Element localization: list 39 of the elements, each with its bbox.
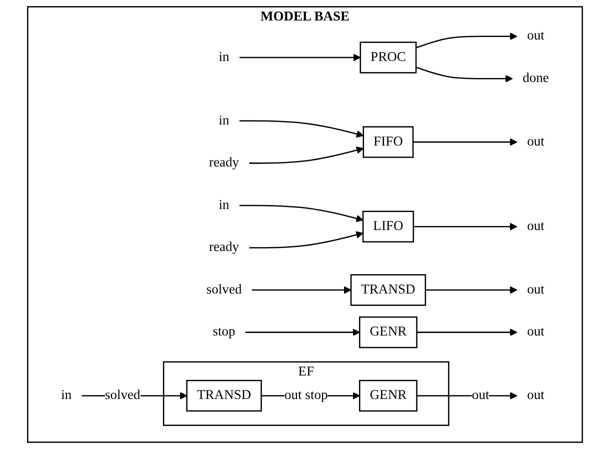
arrow bbox=[239, 54, 361, 62]
arrow bbox=[416, 328, 518, 336]
node-text: in bbox=[218, 198, 230, 212]
node-box: PROC bbox=[360, 42, 417, 74]
node-box: LIFO bbox=[362, 210, 414, 242]
arrow bbox=[416, 392, 518, 400]
node-text: solved bbox=[206, 282, 242, 297]
edge-label: solved bbox=[105, 388, 140, 402]
node-text: out bbox=[527, 324, 544, 340]
arrow bbox=[425, 286, 518, 294]
arrow bbox=[413, 222, 518, 230]
arrow bbox=[245, 328, 360, 336]
node-text: in bbox=[61, 388, 72, 402]
arrow bbox=[239, 120, 364, 138]
node-text: out bbox=[527, 28, 544, 44]
edge-label: out bbox=[472, 388, 490, 402]
node-box: TRANSD bbox=[350, 274, 426, 306]
arrow bbox=[416, 32, 518, 48]
node-text: out bbox=[527, 219, 544, 234]
node-text: ready bbox=[209, 156, 240, 170]
node-text: done bbox=[522, 71, 549, 86]
node-text: out bbox=[527, 134, 544, 149]
arrow bbox=[239, 204, 364, 222]
node-text: out bbox=[527, 282, 544, 297]
arrow bbox=[249, 146, 364, 164]
node-box: GENR bbox=[359, 316, 418, 348]
node-box: TRANSD bbox=[186, 380, 262, 412]
arrow bbox=[413, 138, 518, 146]
node-box: FIFO bbox=[362, 126, 414, 158]
node-box: GENR bbox=[359, 380, 418, 412]
arrow bbox=[252, 286, 352, 294]
node-text: in bbox=[218, 50, 230, 64]
edge-label: out stop bbox=[284, 388, 328, 402]
node-text: out bbox=[527, 388, 544, 402]
arrow bbox=[249, 231, 364, 248]
arrow bbox=[416, 66, 513, 82]
node-text: ready bbox=[209, 240, 240, 255]
node-text: stop bbox=[212, 324, 236, 340]
node-text: in bbox=[218, 113, 230, 128]
